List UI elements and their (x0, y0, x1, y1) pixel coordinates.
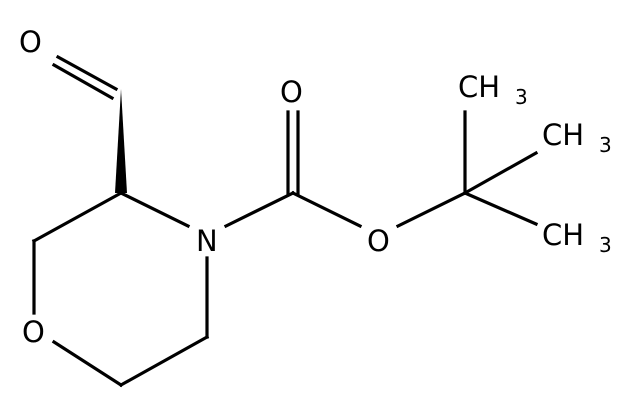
methyl-mid-element: CH (542, 118, 584, 152)
bond-c6-c5 (118, 334, 210, 388)
bond-carbonyl-c-ester-o (290, 190, 363, 229)
methyl-top-element: CH (458, 70, 500, 104)
aldehyde-double-bond-b (51, 62, 115, 101)
bond-ester-o-tbu-c (395, 190, 468, 229)
methyl-mid-label: CH 3 (542, 118, 612, 157)
bond-tbu-methyl-mid (462, 150, 539, 196)
aldehyde-double-bond-a (55, 54, 119, 92)
methyl-bot-element: CH (542, 218, 584, 252)
methyl-bot-subscript: 3 (599, 233, 612, 257)
carbonyl-oxygen-label: O (280, 75, 303, 109)
nitrogen-label: N (196, 224, 218, 258)
methyl-bot-label: CH 3 (542, 218, 612, 257)
methyl-top-subscript: 3 (515, 85, 528, 109)
bond-n-carbonyl-c (223, 190, 296, 229)
bond-tbu-methyl-bot (462, 190, 539, 227)
bond-c3-c2 (31, 190, 124, 244)
bond-c3-n (118, 190, 191, 229)
methyl-top-label: CH 3 (458, 70, 528, 109)
aldehyde-oxygen-label: O (19, 25, 42, 59)
ring-oxygen-label: O (22, 315, 45, 349)
methyl-mid-subscript: 3 (599, 133, 612, 157)
stereo-wedge (115, 89, 127, 193)
bond-o-c6 (51, 339, 124, 388)
ester-oxygen-label: O (367, 224, 390, 258)
